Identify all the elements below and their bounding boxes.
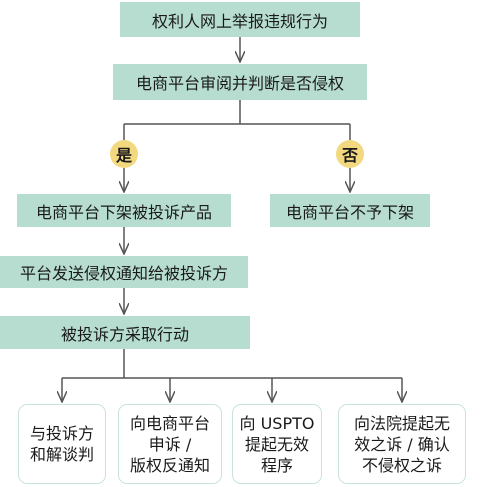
node-action: 被投诉方采取行动 xyxy=(0,316,250,349)
node-report: 权利人网上举报违规行为 xyxy=(120,2,360,37)
outcome-appeal: 向电商平台 申诉 / 版权反通知 xyxy=(118,404,222,484)
outcome-court: 向法院提起无 效之诉 / 确认 不侵权之诉 xyxy=(338,404,466,484)
node-review: 电商平台审阅并判断是否侵权 xyxy=(113,64,367,100)
badge-yes: 是 xyxy=(110,140,138,168)
node-takedown: 电商平台下架被投诉产品 xyxy=(17,194,231,227)
outcome-settlement: 与投诉方 和解谈判 xyxy=(18,404,106,484)
node-notify: 平台发送侵权通知给被投诉方 xyxy=(0,256,248,288)
outcome-uspto: 向 USPTO 提起无效 程序 xyxy=(232,404,322,484)
node-no-takedown: 电商平台不予下架 xyxy=(270,194,430,227)
badge-no: 否 xyxy=(336,140,364,168)
